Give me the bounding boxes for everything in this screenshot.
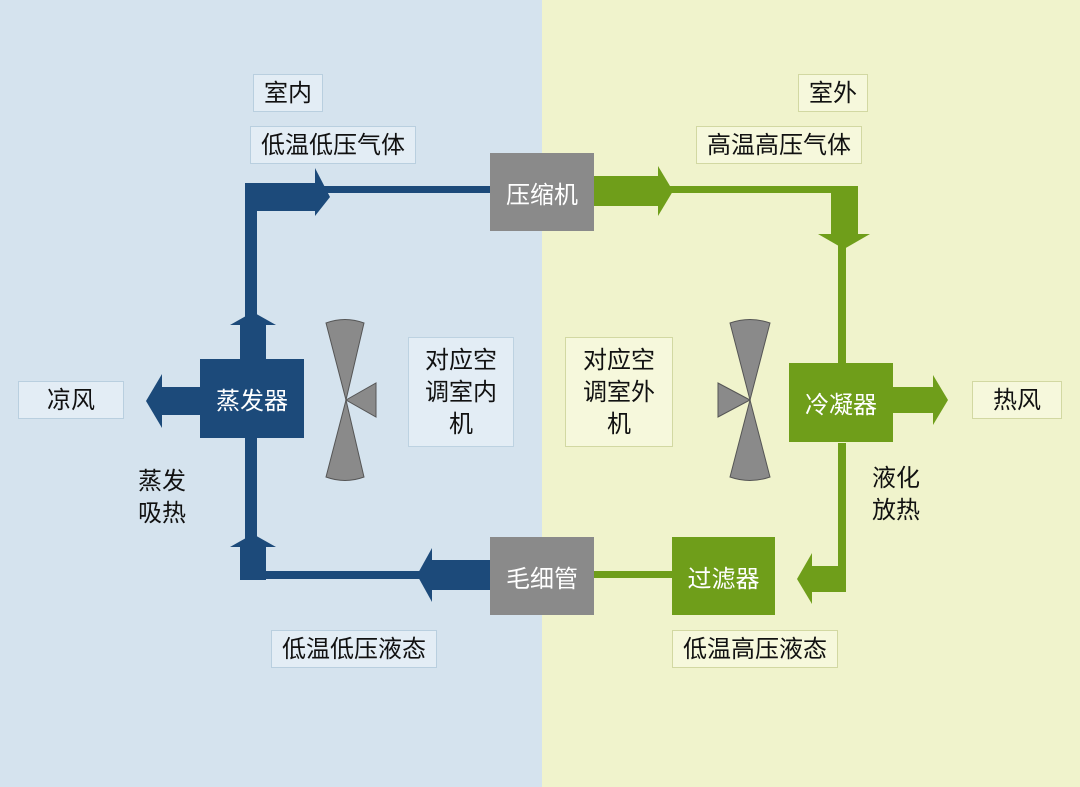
compressor-box: 压缩机 <box>490 153 594 231</box>
outdoor-top-arrow-head <box>658 166 673 216</box>
cool-air-arrow-head <box>146 374 162 428</box>
indoor-fan-icon <box>325 319 377 481</box>
low-temp-low-pressure-liquid-label: 低温低压液态 <box>271 630 437 668</box>
outdoor-bottom-pipe <box>594 571 672 578</box>
outdoor-fan-blade-side <box>717 382 752 418</box>
indoor-pipes <box>146 168 490 602</box>
outdoor-top-pipe <box>594 186 844 193</box>
indoor-left-upper-pipe <box>245 183 257 323</box>
outdoor-down-arrow-body-1 <box>831 186 858 236</box>
outdoor-top-arrow-body <box>594 176 658 206</box>
evaporator-box: 蒸发器 <box>200 359 304 438</box>
low-temp-low-pressure-gas-label: 低温低压气体 <box>250 126 416 164</box>
capillary-tube-box: 毛细管 <box>490 537 594 615</box>
filter-box: 过滤器 <box>672 537 775 615</box>
indoor-top-pipe <box>245 186 490 193</box>
indoor-bottom-pipe <box>245 571 490 579</box>
indoor-label: 室内 <box>253 74 323 112</box>
outdoor-fan-blade-top <box>729 319 771 402</box>
filter-label: 过滤器 <box>687 564 760 593</box>
outdoor-pipes <box>594 166 948 604</box>
liquefy-release-heat-label: 液化 放热 <box>872 464 920 524</box>
indoor-up-arrow-head-2 <box>230 534 276 547</box>
indoor-unit-label: 对应空 调室内 机 <box>408 337 514 447</box>
capillary-tube-label: 毛细管 <box>506 564 578 593</box>
outdoor-right-lower-pipe <box>838 443 846 573</box>
indoor-fan-blade-bottom <box>325 399 365 481</box>
compressor-label: 压缩机 <box>506 180 578 209</box>
evaporate-absorb-heat-label: 蒸发 吸热 <box>138 467 186 527</box>
outdoor-fan-icon <box>717 319 771 481</box>
indoor-bottom-arrow-head <box>417 548 432 602</box>
hot-air-arrow-body <box>893 387 933 413</box>
hot-air-arrow-head <box>933 375 948 425</box>
indoor-bottom-arrow-body <box>432 560 490 590</box>
indoor-fan-blade-top <box>325 319 365 401</box>
cool-air-label: 凉风 <box>18 381 124 419</box>
evaporator-label: 蒸发器 <box>216 387 288 415</box>
condenser-box: 冷凝器 <box>789 363 893 442</box>
outdoor-unit-label: 对应空 调室外 机 <box>565 337 673 447</box>
indoor-up-arrow-head-1 <box>230 312 276 325</box>
outdoor-right-upper-pipe <box>838 236 846 364</box>
outdoor-fan-blade-bottom <box>729 398 771 481</box>
high-temp-high-pressure-gas-label: 高温高压气体 <box>696 126 862 164</box>
indoor-top-arrow-head <box>315 168 330 216</box>
outdoor-label: 室外 <box>798 74 868 112</box>
cool-air-arrow-body <box>162 387 202 415</box>
outdoor-bottom-arrow-body-1 <box>812 566 846 592</box>
low-temp-high-pressure-liquid-label: 低温高压液态 <box>672 630 838 668</box>
indoor-fan-blade-side <box>344 382 377 418</box>
condenser-label: 冷凝器 <box>805 391 877 419</box>
outdoor-bottom-arrow-head-1 <box>797 553 812 604</box>
indoor-up-arrow-body-1 <box>240 323 266 360</box>
hot-air-label: 热风 <box>972 381 1062 419</box>
